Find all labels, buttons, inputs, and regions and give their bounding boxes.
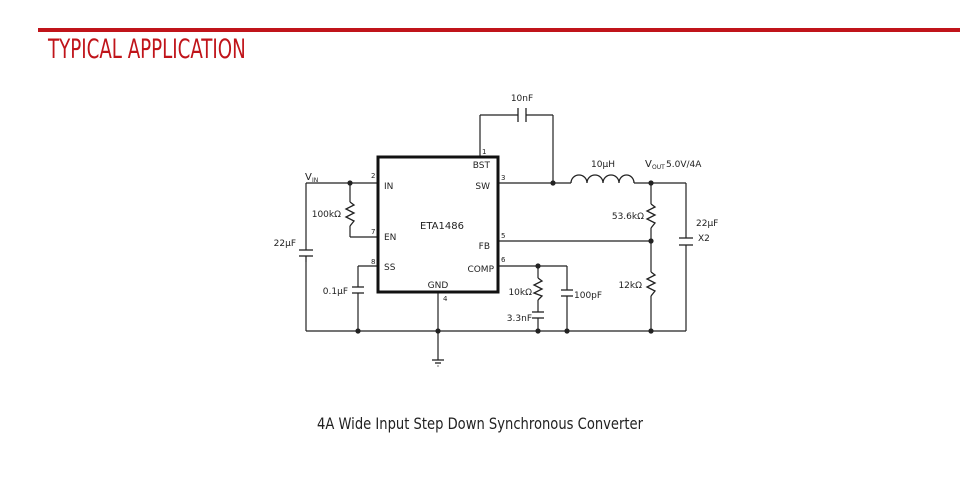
pin-label-in: IN xyxy=(384,182,393,192)
vout-subscript: OUT xyxy=(652,164,665,171)
rtop-value: 53.6kΩ xyxy=(612,212,644,222)
junction-dot xyxy=(535,263,541,269)
css-value: 0.1µF xyxy=(323,287,348,297)
page-title: TYPICAL APPLICATION xyxy=(48,34,246,65)
pin-label-sw: SW xyxy=(475,182,490,192)
junction-dot xyxy=(564,328,570,334)
junction-dot xyxy=(648,238,654,244)
junction-dot xyxy=(347,180,353,186)
pin-number: 7 xyxy=(371,228,375,236)
pin-number: 8 xyxy=(371,258,375,266)
vout-spec: 5.0V/4A xyxy=(666,160,702,170)
ic-body xyxy=(376,155,500,294)
pin-label-gnd: GND xyxy=(428,281,449,291)
header-rule xyxy=(38,28,960,32)
pin-number: 5 xyxy=(501,232,505,240)
junction-dot xyxy=(435,328,441,334)
cout-quantity: X2 xyxy=(698,234,710,244)
pin-number: 2 xyxy=(371,172,375,180)
inductor-value: 10µH xyxy=(591,160,615,170)
ccomp-value: 3.3nF xyxy=(507,314,532,324)
ren-resistor xyxy=(344,201,356,227)
junction-dot xyxy=(550,180,556,186)
inductor-coil xyxy=(570,174,635,184)
rtop-resistor xyxy=(645,203,657,229)
pin-label-en: EN xyxy=(384,233,396,243)
pin-number: 4 xyxy=(443,295,448,303)
bst-capacitor-value: 10nF xyxy=(511,94,533,104)
ren-value: 100kΩ xyxy=(312,210,341,220)
vin-label: V xyxy=(305,172,312,183)
rcomp-resistor xyxy=(532,277,544,301)
pin-label-fb: FB xyxy=(479,242,490,252)
rcomp-value: 10kΩ xyxy=(508,288,532,298)
ccomp2-value: 100pF xyxy=(574,291,602,301)
pin-label-comp: COMP xyxy=(467,265,494,275)
rbottom-resistor xyxy=(645,271,657,297)
junction-dot xyxy=(648,180,654,186)
junction-dot xyxy=(535,328,541,334)
junction-dot xyxy=(355,328,361,334)
pin-number: 3 xyxy=(501,174,505,182)
pin-label-bst: BST xyxy=(473,161,491,171)
vin-subscript: IN xyxy=(312,177,318,184)
junction-dot xyxy=(648,328,654,334)
pin-number: 1 xyxy=(482,148,486,156)
pin-label-ss: SS xyxy=(384,263,396,273)
wires xyxy=(305,114,687,360)
rbottom-value: 12kΩ xyxy=(618,281,642,291)
ic-name: ETA1486 xyxy=(420,221,464,232)
pin-number: 6 xyxy=(501,256,506,264)
cin-value: 22µF xyxy=(274,239,296,249)
vout-label: V xyxy=(645,159,652,170)
figure-caption: 4A Wide Input Step Down Synchronous Conv… xyxy=(316,414,644,433)
cout-value: 22µF xyxy=(696,219,718,229)
